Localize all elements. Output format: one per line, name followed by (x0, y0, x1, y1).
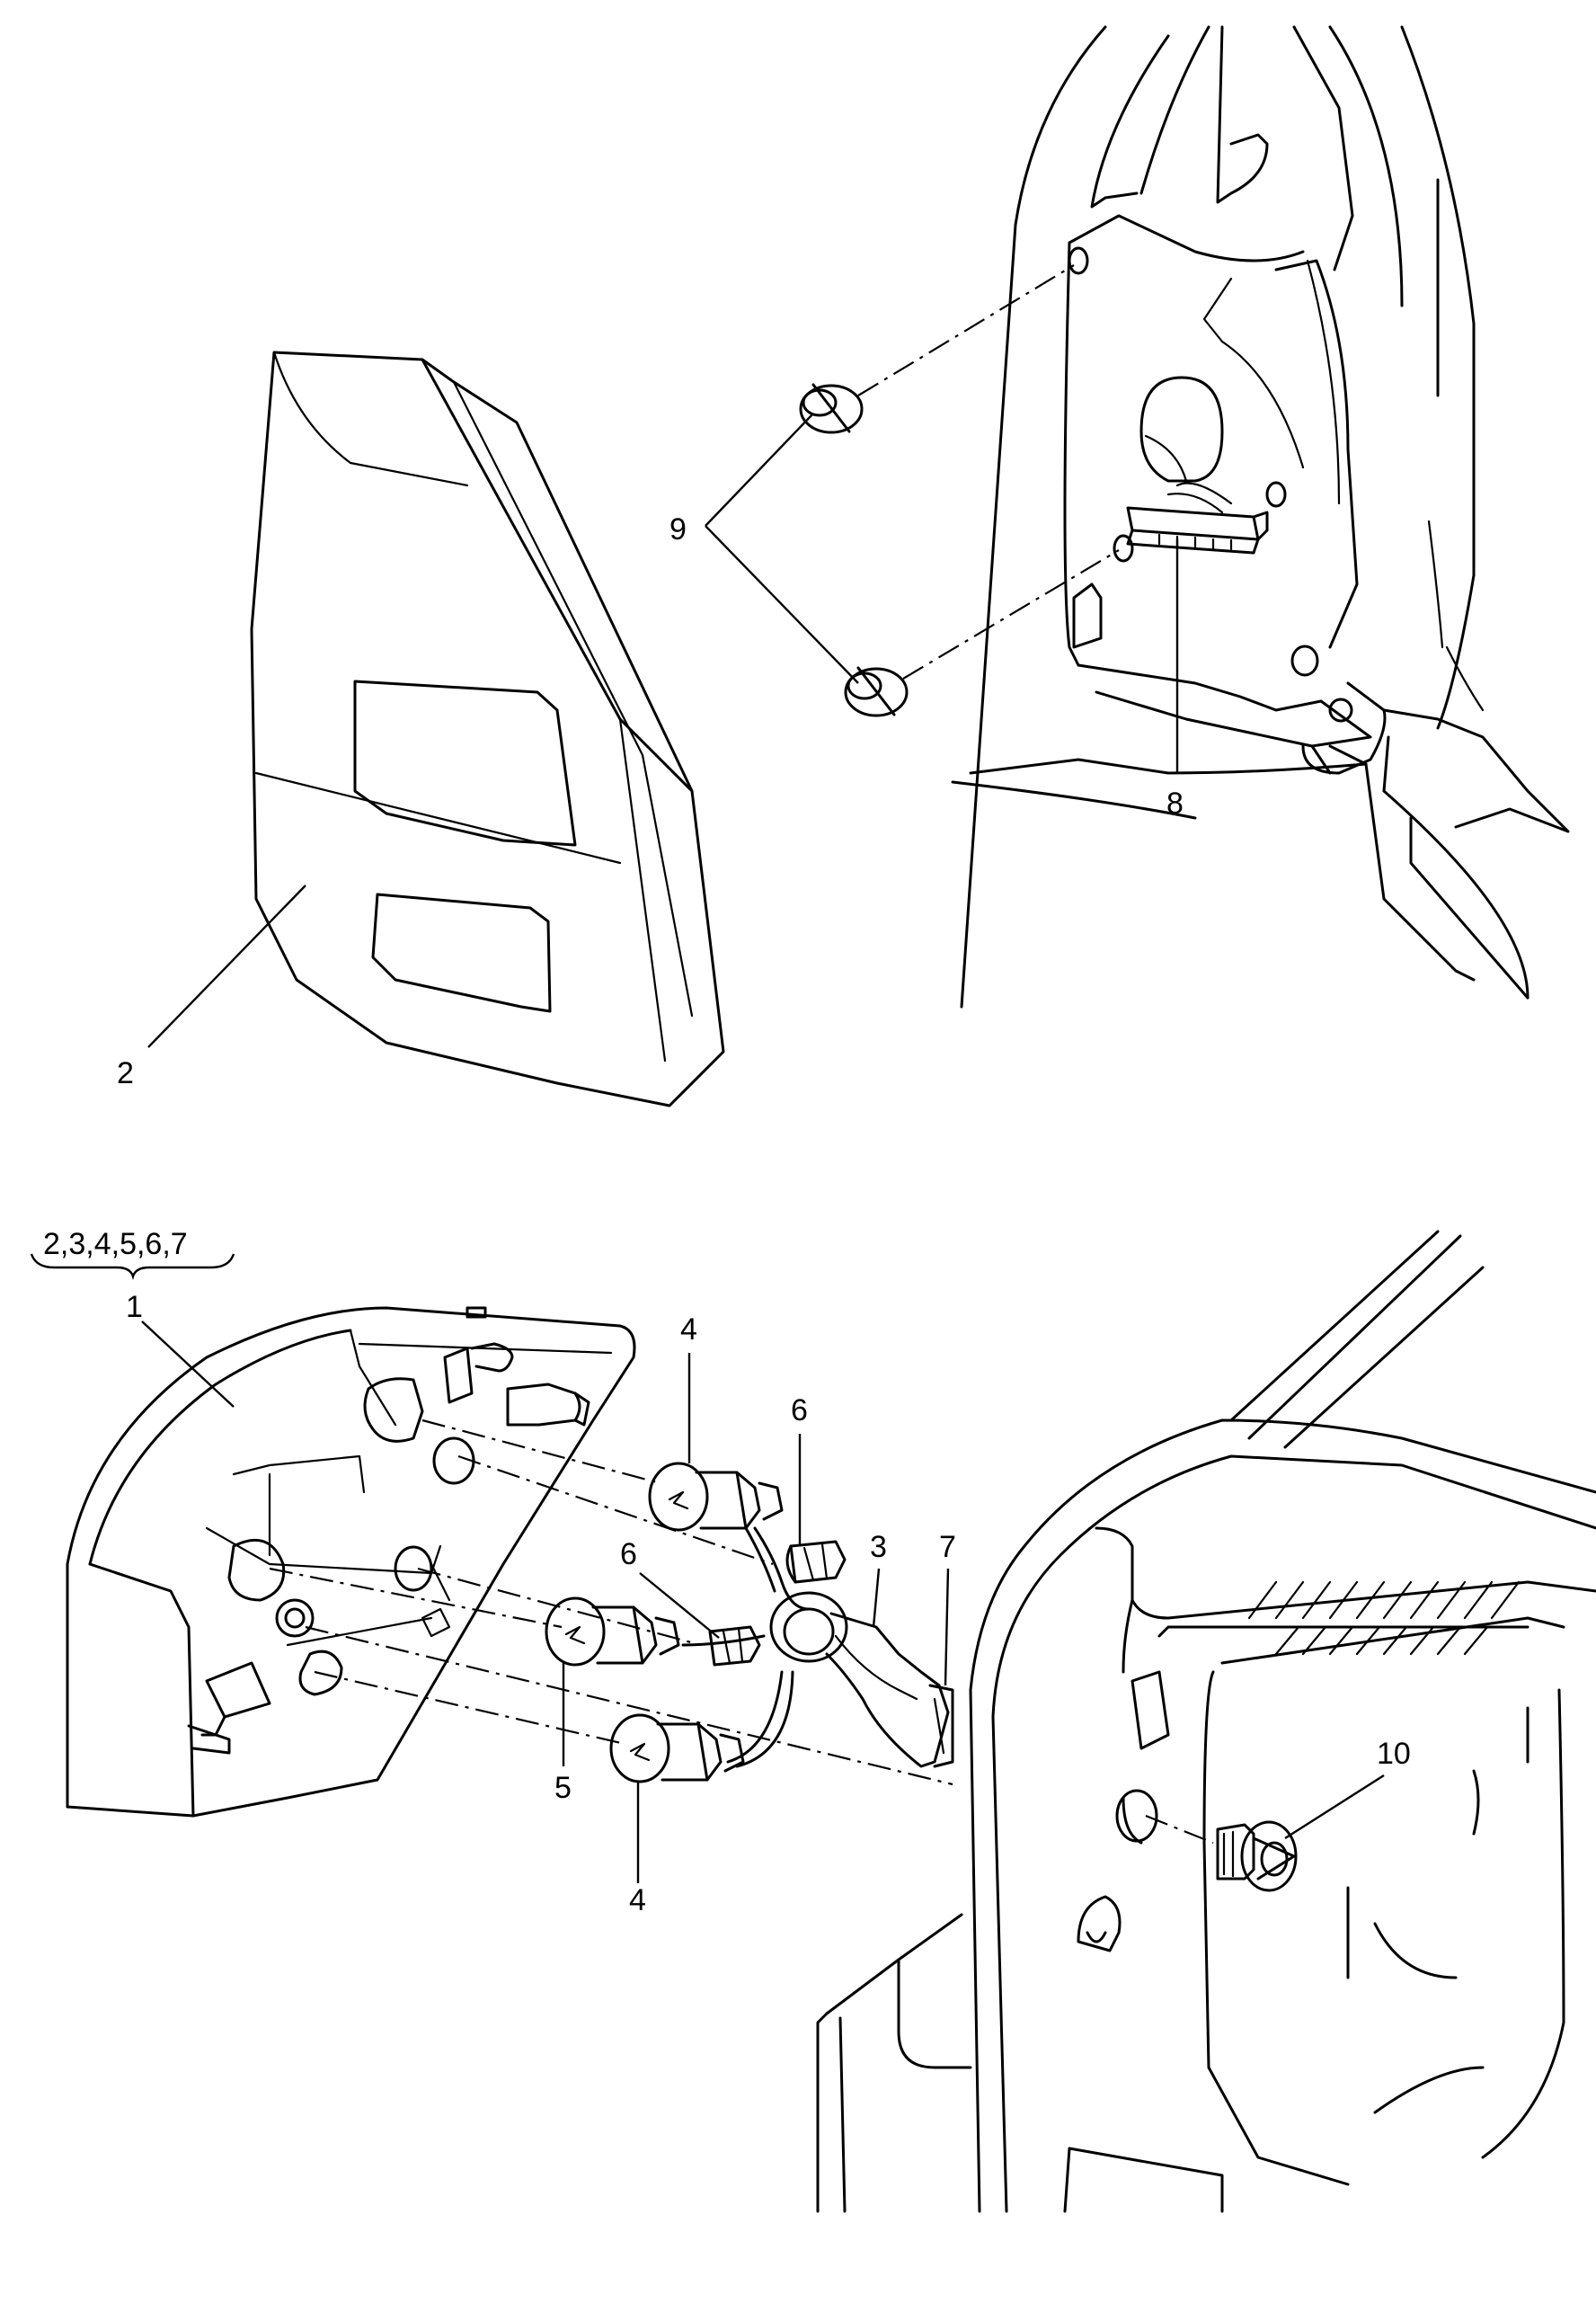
bulb-5 (545, 1596, 680, 1667)
callout-2-label: 2 (117, 1056, 134, 1090)
kit-note: 2,3,4,5,6,7 1 (30, 1227, 235, 1408)
bulb-4-lower (609, 1713, 745, 1783)
retaining-nut-upper (799, 383, 864, 434)
callout-7-label: 7 (939, 1530, 956, 1564)
alignment-line-upper (857, 264, 1075, 396)
callout-3-label: 3 (870, 1530, 887, 1564)
callout-6-upper-label: 6 (791, 1393, 808, 1427)
callout-1-leader (141, 1321, 235, 1408)
callout-8-label: 8 (1166, 787, 1184, 821)
bulb-line-1 (421, 1418, 661, 1485)
callout-9-label: 9 (669, 512, 687, 547)
callout-2: 2 (117, 885, 306, 1090)
callout-7: 7 (939, 1530, 956, 1686)
bulb-line-4 (417, 1567, 702, 1647)
callout-6-lower: 6 (620, 1537, 720, 1639)
clip-alignment-line (1145, 1814, 1214, 1845)
callout-3: 3 (870, 1530, 887, 1628)
wiring-connector-8 (1126, 482, 1269, 555)
kit-note-label: 2,3,4,5,6,7 (43, 1227, 188, 1261)
lamp-housing (66, 1306, 636, 1818)
callout-8: 8 (1166, 539, 1184, 821)
callout-10: 10 (1284, 1737, 1411, 1840)
body-opening-bottom (816, 1230, 1596, 2213)
bulb-line-2 (457, 1454, 774, 1566)
bulb-4-upper (648, 1462, 784, 1532)
bulb-line-3 (269, 1567, 563, 1629)
callout-10-label: 10 (1377, 1737, 1411, 1771)
bulb-6-upper (785, 1540, 847, 1584)
callout-6-lower-label: 6 (620, 1537, 637, 1571)
bulb-line-5 (314, 1670, 625, 1746)
retaining-clip-10 (1216, 1820, 1298, 1892)
callout-9: 9 (669, 413, 859, 684)
callout-4-lower: 4 (629, 1782, 646, 1917)
callout-5-label: 5 (554, 1771, 572, 1805)
wiring-harness-3 (681, 1526, 954, 1768)
callout-1-label: 1 (126, 1290, 143, 1324)
alignment-line-lower (902, 549, 1120, 680)
callout-5: 5 (554, 1663, 572, 1805)
callout-4-upper: 4 (680, 1312, 697, 1463)
bulb-6-lower (708, 1625, 761, 1667)
retaining-nut-lower (844, 666, 909, 717)
callout-4-upper-label: 4 (680, 1312, 697, 1347)
callout-6-upper: 6 (791, 1393, 808, 1544)
callout-4-lower-label: 4 (629, 1883, 646, 1917)
bulb-line-6 (305, 1625, 953, 1786)
tail-lamp-lens (250, 351, 725, 1107)
body-opening-top (951, 25, 1570, 1009)
